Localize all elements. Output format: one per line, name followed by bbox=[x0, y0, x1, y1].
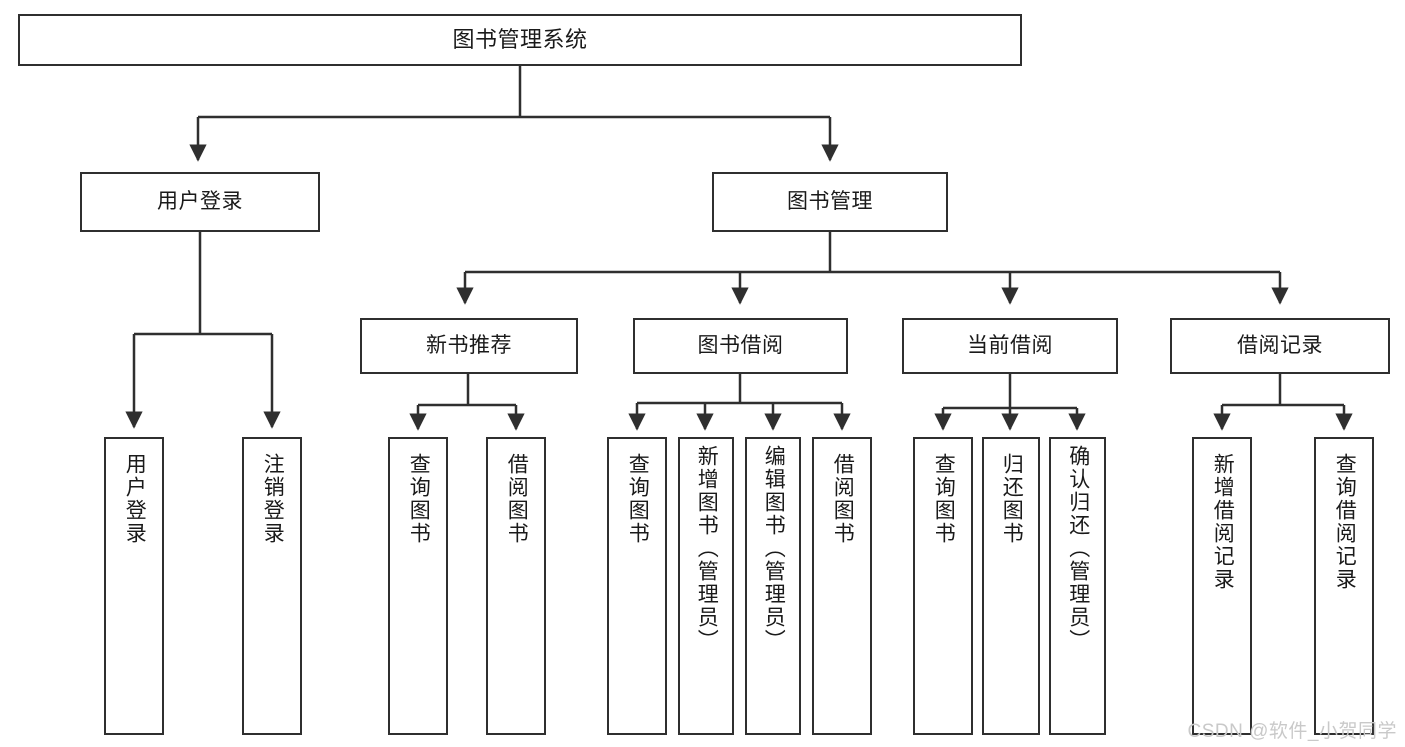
leaf-user-logout[interactable]: 注销登录 bbox=[242, 437, 302, 735]
node-label: 编辑图书（管理员） bbox=[762, 445, 786, 652]
leaf-record-query-borrow-record[interactable]: 查询借阅记录 bbox=[1314, 437, 1374, 735]
node-label: 确认归还（管理员） bbox=[1066, 445, 1090, 652]
node-new-book-recommend[interactable]: 新书推荐 bbox=[360, 318, 578, 374]
leaf-user-login[interactable]: 用户登录 bbox=[104, 437, 164, 735]
leaf-borrow-query-book[interactable]: 查询图书 bbox=[607, 437, 667, 735]
node-label: 用户登录 bbox=[157, 190, 243, 214]
node-label: 用户登录 bbox=[123, 453, 147, 545]
leaf-current-confirm-return-admin[interactable]: 确认归还（管理员） bbox=[1049, 437, 1106, 735]
node-label: 查询借阅记录 bbox=[1333, 453, 1357, 591]
node-label: 新增图书（管理员） bbox=[695, 445, 719, 652]
node-label: 查询图书 bbox=[407, 453, 431, 545]
leaf-current-query-book[interactable]: 查询图书 bbox=[913, 437, 973, 735]
node-label: 查询图书 bbox=[932, 453, 956, 545]
node-label: 新书推荐 bbox=[426, 334, 512, 358]
node-label: 当前借阅 bbox=[967, 334, 1053, 358]
node-label: 查询图书 bbox=[626, 453, 650, 545]
node-label: 图书管理 bbox=[787, 190, 873, 214]
node-label: 新增借阅记录 bbox=[1211, 453, 1235, 591]
leaf-recommend-borrow-book[interactable]: 借阅图书 bbox=[486, 437, 546, 735]
node-label: 借阅记录 bbox=[1237, 334, 1323, 358]
node-book-borrow[interactable]: 图书借阅 bbox=[633, 318, 848, 374]
node-label: 图书借阅 bbox=[697, 334, 784, 358]
node-root-system[interactable]: 图书管理系统 bbox=[18, 14, 1022, 66]
node-label: 借阅图书 bbox=[831, 453, 855, 545]
leaf-borrow-edit-book-admin[interactable]: 编辑图书（管理员） bbox=[745, 437, 801, 735]
node-current-borrow[interactable]: 当前借阅 bbox=[902, 318, 1118, 374]
leaf-record-add-borrow-record[interactable]: 新增借阅记录 bbox=[1192, 437, 1252, 735]
node-label: 借阅图书 bbox=[505, 453, 529, 545]
node-borrow-record[interactable]: 借阅记录 bbox=[1170, 318, 1390, 374]
leaf-current-return-book[interactable]: 归还图书 bbox=[982, 437, 1040, 735]
node-label: 归还图书 bbox=[1000, 453, 1024, 545]
node-book-management[interactable]: 图书管理 bbox=[712, 172, 948, 232]
node-label: 注销登录 bbox=[261, 453, 285, 545]
leaf-borrow-add-book-admin[interactable]: 新增图书（管理员） bbox=[678, 437, 734, 735]
node-label: 图书管理系统 bbox=[452, 26, 588, 52]
leaf-recommend-query-book[interactable]: 查询图书 bbox=[388, 437, 448, 735]
leaf-borrow-borrow-book[interactable]: 借阅图书 bbox=[812, 437, 872, 735]
node-user-login[interactable]: 用户登录 bbox=[80, 172, 320, 232]
watermark-text: CSDN @软件_小贺同学 bbox=[1187, 721, 1397, 742]
